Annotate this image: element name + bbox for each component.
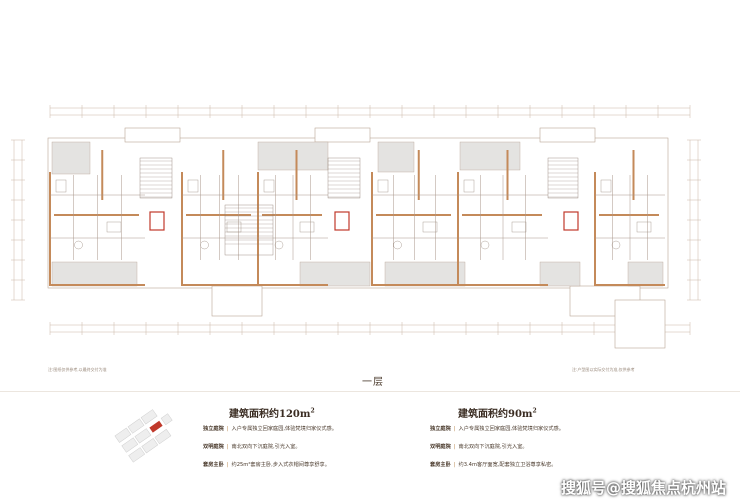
unit-90-feature-3: 套房主卧|约3.4m客厅面宽,配套独立卫浴尊享私密。 — [430, 462, 557, 468]
unit-120-feature-2: 双明庭院|南北双向下沉庭院,引光入室。 — [203, 444, 301, 450]
fixture — [600, 179, 612, 193]
unit-90-feature-2: 双明庭院|南北双向下沉庭院,引光入室。 — [430, 444, 528, 450]
unit-120-feature-1: 独立庭院|入户专属独立回家庭园,体验梵境归家仪式感。 — [203, 426, 337, 432]
table — [611, 240, 621, 250]
furniture — [55, 179, 652, 250]
fixture — [377, 179, 389, 193]
bed — [511, 221, 527, 233]
unit-walls — [49, 150, 665, 286]
stair-cores — [139, 157, 579, 256]
unit-wall — [181, 172, 257, 286]
fixture — [463, 179, 475, 193]
courtyards — [51, 141, 664, 287]
unit-wall — [457, 172, 548, 286]
unit-wall — [594, 172, 665, 286]
table — [393, 240, 402, 250]
bed — [299, 221, 315, 233]
bed — [226, 221, 242, 233]
watermark: 搜狐号@搜狐焦点杭州站 — [560, 479, 726, 497]
floor-label: 一层 — [362, 377, 384, 388]
fixture — [263, 179, 275, 193]
interior-partitions — [50, 175, 665, 260]
unit-90-area: 建筑面积约90m2 — [458, 407, 537, 420]
fixture — [55, 179, 67, 193]
fixture — [187, 179, 199, 193]
unit-120-area: 建筑面积约120m2 — [229, 407, 315, 420]
table — [74, 240, 83, 250]
table — [274, 240, 284, 250]
bed — [636, 221, 652, 233]
unit-90-feature-1: 独立庭院|入户专属独立回家庭园,体验梵境归家仪式感。 — [430, 426, 564, 432]
site-keyplan-thumbnail — [114, 409, 173, 463]
unit-120-feature-3: 套房主卧|约25m²套房主卧,步入式衣帽间尊享舒享。 — [203, 462, 330, 468]
divider — [0, 391, 740, 392]
table — [200, 240, 209, 250]
bed — [106, 221, 122, 233]
unit-wall — [49, 172, 145, 286]
elevator-boxes — [149, 211, 579, 231]
bed — [422, 221, 438, 233]
plan-note-right: 注:户型图以实际交付为准,仅供参考 — [572, 367, 635, 372]
floor-plan-drawing — [11, 105, 701, 349]
unit-wall — [371, 172, 457, 286]
unit-wall — [257, 172, 328, 286]
table — [480, 240, 490, 250]
plan-note-left: 注:图纸仅供参考,以最终交付为准 — [48, 367, 107, 372]
